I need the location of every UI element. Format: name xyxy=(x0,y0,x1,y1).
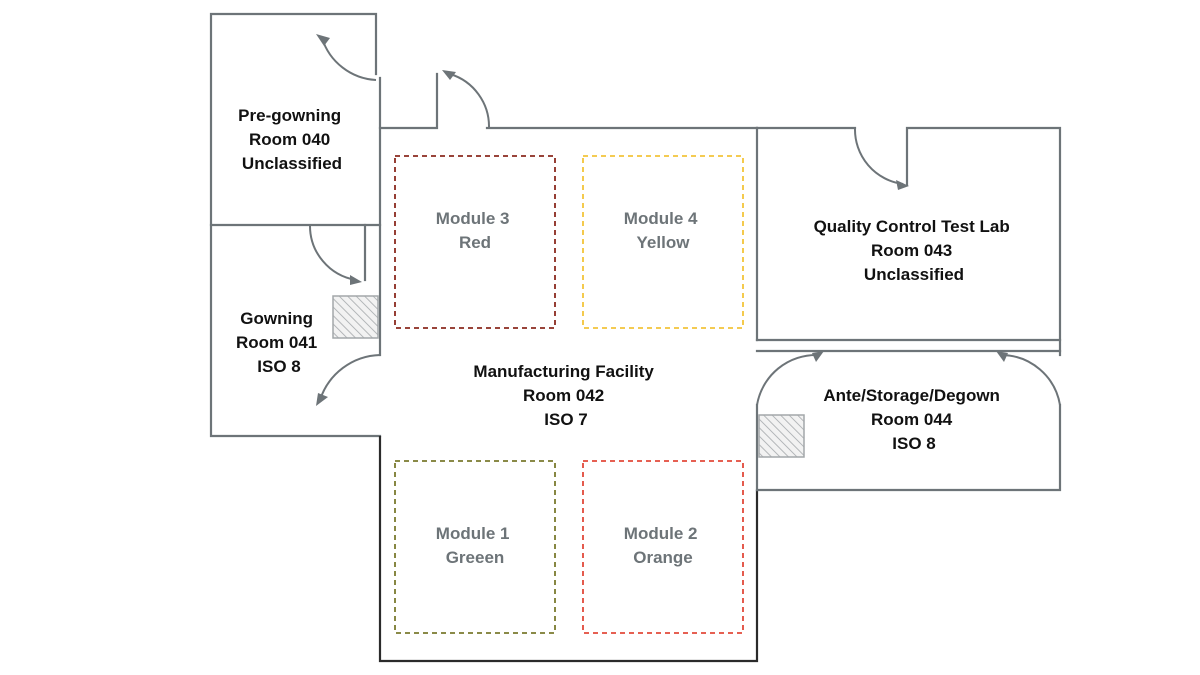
door-gowning xyxy=(308,224,362,285)
walls xyxy=(209,12,1062,663)
door-ante-right xyxy=(996,351,1061,406)
room-044-label: Ante/Storage/Degown Room 044 ISO 8 xyxy=(823,386,1004,453)
module-3-outline xyxy=(394,155,556,329)
wall-qc-lab-right xyxy=(755,126,1062,353)
door-ante-left xyxy=(756,351,824,406)
room-040-label: Pre-gowning Room 040 Unclassified xyxy=(238,106,346,173)
module-3-label: Module 3 Red xyxy=(436,209,514,252)
module-2-label: Module 2 Orange xyxy=(624,524,702,567)
door-gowning-bottom xyxy=(316,354,381,406)
module-4-label: Module 4 Yellow xyxy=(624,209,702,252)
wall-gowning xyxy=(209,223,382,438)
door-pregowning-top xyxy=(316,34,377,81)
module-1-outline xyxy=(394,460,556,634)
wall-pregowning xyxy=(209,12,382,227)
room-042-label: Manufacturing Facility Room 042 ISO 7 xyxy=(473,362,658,429)
module-2-outline xyxy=(582,460,744,634)
wall-manufacturing-bottom xyxy=(378,436,759,663)
wall-manufacturing-top xyxy=(378,72,439,130)
module-4-outline xyxy=(582,155,744,329)
door-qc-lab xyxy=(853,127,909,190)
pass-through-gowning xyxy=(332,295,379,339)
module-1-label: Module 1 Greeen xyxy=(436,524,514,567)
wall-ante xyxy=(755,403,1062,492)
room-041-label: Gowning Room 041 ISO 8 xyxy=(236,309,322,376)
doors xyxy=(308,34,1061,406)
pass-through-ante xyxy=(758,414,805,458)
room-043-label: Quality Control Test Lab Room 043 Unclas… xyxy=(814,217,1015,284)
door-manufacturing-top xyxy=(442,70,491,129)
